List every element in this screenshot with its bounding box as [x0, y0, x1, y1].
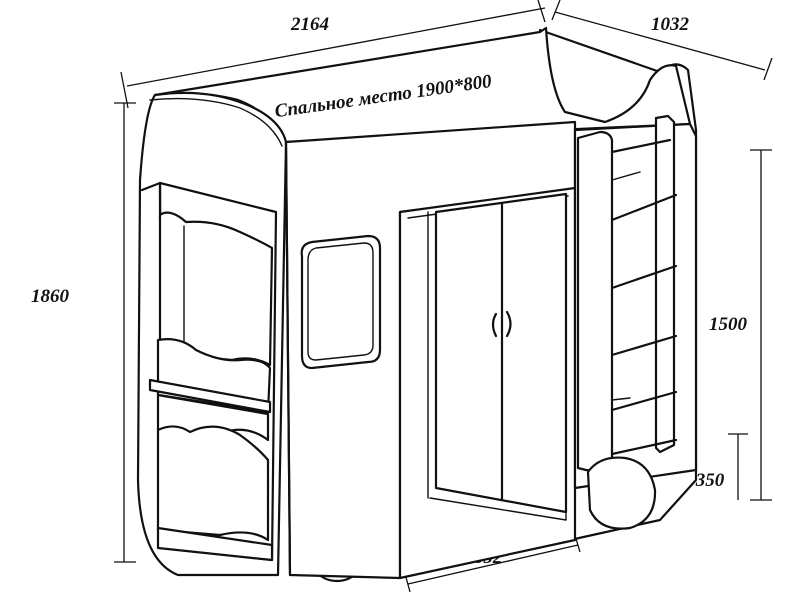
dimension-length-line [120, 0, 546, 109]
dimension-depth-line [551, 0, 773, 81]
dimension-step-label: 350 [695, 470, 725, 491]
dimension-height-line [114, 102, 136, 563]
right-wheel [586, 456, 657, 530]
dimension-depth-label: 1032 [651, 14, 690, 35]
left-shelf-section [148, 338, 274, 562]
ladder [576, 114, 678, 472]
dimension-height-label: 1860 [31, 286, 70, 307]
wardrobe-handles [491, 310, 512, 338]
front-window [300, 234, 382, 370]
dimension-step-line [728, 433, 748, 500]
dimension-ladder-line [750, 149, 772, 501]
dimension-ladder-label: 1500 [709, 314, 748, 335]
dimension-length-label: 2164 [290, 14, 329, 35]
wardrobe [398, 186, 577, 580]
